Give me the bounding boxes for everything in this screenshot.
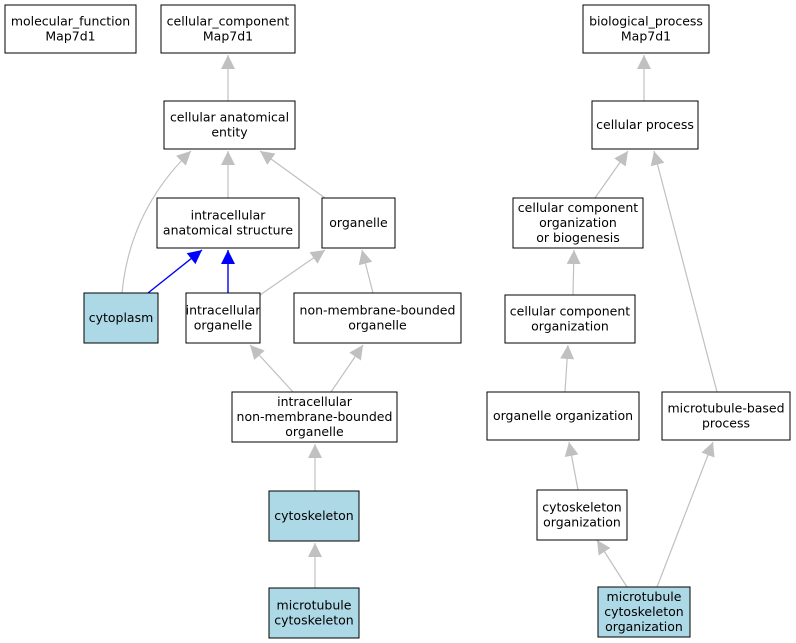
node-box xyxy=(591,100,699,150)
edge-inmbo-to-io xyxy=(249,344,294,393)
node-box xyxy=(268,490,360,542)
node-label-line: organization xyxy=(543,515,621,530)
node-label-line: Map7d1 xyxy=(203,29,253,44)
node-label-line: biological_process xyxy=(589,14,703,29)
node-label-line: intracellular xyxy=(191,208,267,223)
node-label-line: anatomical structure xyxy=(163,223,293,238)
node-label-line: cellular anatomical xyxy=(170,110,289,125)
node-box xyxy=(661,391,791,441)
node-label-line: organelle organization xyxy=(493,408,633,423)
node-label-line: intracellular xyxy=(277,394,353,409)
edge-mtco-to-csko xyxy=(596,539,628,588)
node-label-line: organelle xyxy=(285,424,344,439)
node-label-line: cellular_component xyxy=(167,14,290,29)
node-label-line: cellular component xyxy=(518,200,638,215)
edge-csko-to-oo xyxy=(564,441,579,491)
node-label-line: or biogenesis xyxy=(536,230,620,245)
node-label-line: entity xyxy=(211,125,248,140)
node-label-line: process xyxy=(702,416,750,431)
node-oo[interactable]: organelle organization xyxy=(486,391,640,441)
node-label-line: microtubule xyxy=(607,589,682,604)
node-box xyxy=(321,197,396,249)
node-label-line: organelle xyxy=(348,318,407,333)
node-label-line: cytoskeleton xyxy=(542,500,621,515)
node-label-line: organization xyxy=(539,215,617,230)
node-label-line: cellular component xyxy=(510,304,630,319)
node-label-line: cytoskeleton xyxy=(274,613,353,628)
edge-mbp-to-cp xyxy=(650,150,718,393)
node-box xyxy=(486,391,640,441)
node-label-line: microtubule-based xyxy=(667,401,784,416)
node-label-line: Map7d1 xyxy=(621,29,671,44)
node-box xyxy=(536,489,628,541)
node-box xyxy=(163,100,296,150)
node-label-line: cytoskeleton xyxy=(274,508,353,523)
node-label-line: cellular process xyxy=(596,117,694,132)
edge-org-to-cae xyxy=(259,150,326,199)
node-box xyxy=(4,4,137,54)
node-box xyxy=(582,4,710,54)
node-label-line: organization xyxy=(605,619,683,634)
edge-io-to-org xyxy=(259,249,326,296)
node-label-line: organelle xyxy=(329,215,388,230)
node-box xyxy=(512,197,644,249)
node-box xyxy=(83,292,159,344)
node-box xyxy=(504,294,636,344)
node-label-line: non-membrane-bounded xyxy=(300,303,456,318)
node-box xyxy=(293,292,462,344)
edge-mtco-to-mbp xyxy=(656,441,715,588)
edge-cyto-to-ias xyxy=(147,249,203,294)
node-inmbo[interactable]: intracellularnon-membrane-boundedorganel… xyxy=(231,391,398,443)
node-csk[interactable]: cytoskeleton xyxy=(268,490,360,542)
node-label-line: microtubule xyxy=(277,598,352,613)
node-box xyxy=(268,587,360,639)
node-label-line: molecular_function xyxy=(11,14,130,29)
node-label-line: cytoplasm xyxy=(89,310,154,325)
node-box xyxy=(156,197,300,249)
nodes-layer: molecular_functionMap7d1cellular_compone… xyxy=(4,4,791,639)
edge-nmbo-to-org xyxy=(358,249,374,294)
node-box xyxy=(185,292,261,344)
node-box xyxy=(231,391,398,443)
node-org[interactable]: organelle xyxy=(321,197,396,249)
edge-cyto-to-cae xyxy=(121,150,192,294)
node-label-line: organelle xyxy=(194,318,253,333)
node-box xyxy=(597,586,691,638)
node-cp[interactable]: cellular process xyxy=(591,100,699,150)
node-label-line: Map7d1 xyxy=(45,29,95,44)
node-label-line: non-membrane-bounded xyxy=(237,409,393,424)
edge-cco-to-ccob xyxy=(566,249,581,296)
node-label-line: organization xyxy=(531,319,609,334)
node-label-line: cytoskeleton xyxy=(604,604,683,619)
node-label-line: intracellular xyxy=(186,303,262,318)
edge-inmbo-to-nmbo xyxy=(330,344,364,393)
node-cyto[interactable]: cytoplasm xyxy=(83,292,159,344)
edges-layer xyxy=(121,55,718,588)
node-box xyxy=(160,4,296,54)
edge-ccob-to-cp xyxy=(594,150,629,199)
edge-oo-to-cco xyxy=(560,344,575,393)
